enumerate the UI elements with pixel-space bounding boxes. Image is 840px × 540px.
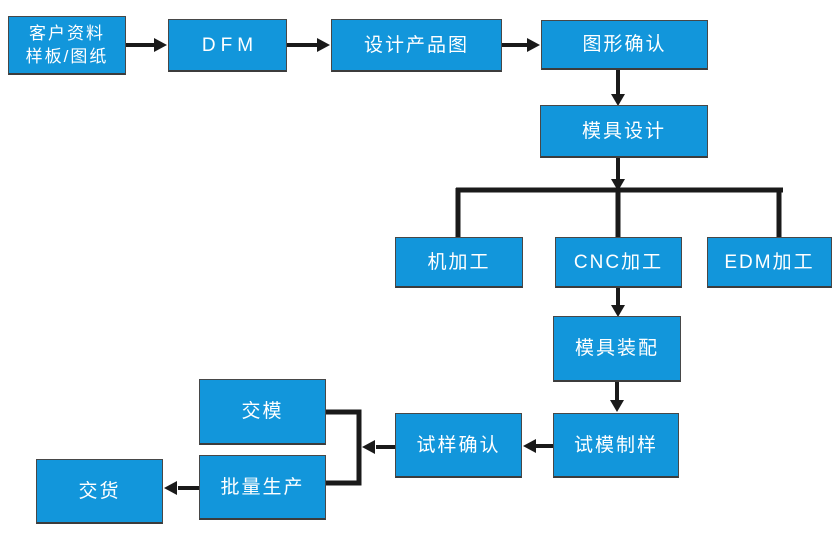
node-edm-machining: EDM加工 xyxy=(707,237,832,288)
node-product-design: 设计产品图 xyxy=(331,19,502,72)
split-bracket xyxy=(326,409,362,486)
node-mass-production: 批量生产 xyxy=(199,455,326,520)
node-sample-confirm: 试样确认 xyxy=(395,413,522,478)
arrow-trial-molding-to-sample-confirm xyxy=(523,439,553,453)
arrow-customer-to-dfm xyxy=(126,38,167,52)
node-dfm: DFM xyxy=(168,19,287,72)
arrow-drawing-confirm-to-mold-design xyxy=(611,70,625,106)
arrow-mold-assembly-to-trial-molding xyxy=(610,382,624,412)
node-mold-delivery: 交模 xyxy=(199,379,326,445)
node-mold-design: 模具设计 xyxy=(540,105,708,158)
arrow-cnc-to-mold-assembly xyxy=(611,288,625,317)
node-customer-info: 客户资料 样板/图纸 xyxy=(8,16,126,75)
arrow-sample-confirm-to-split xyxy=(362,440,395,454)
node-drawing-confirm: 图形确认 xyxy=(541,20,708,70)
arrow-mold-design-to-branch xyxy=(611,158,625,191)
arrow-dfm-to-product-design xyxy=(287,38,330,52)
node-mold-assembly: 模具装配 xyxy=(553,316,681,382)
arrow-mass-production-to-delivery xyxy=(164,481,199,495)
arrow-product-design-to-drawing-confirm xyxy=(502,38,540,52)
node-cnc-machining: CNC加工 xyxy=(555,237,682,288)
node-machining: 机加工 xyxy=(395,237,523,288)
node-trial-molding: 试模制样 xyxy=(553,413,679,478)
branch-bracket xyxy=(455,187,783,237)
node-delivery: 交货 xyxy=(36,459,163,524)
